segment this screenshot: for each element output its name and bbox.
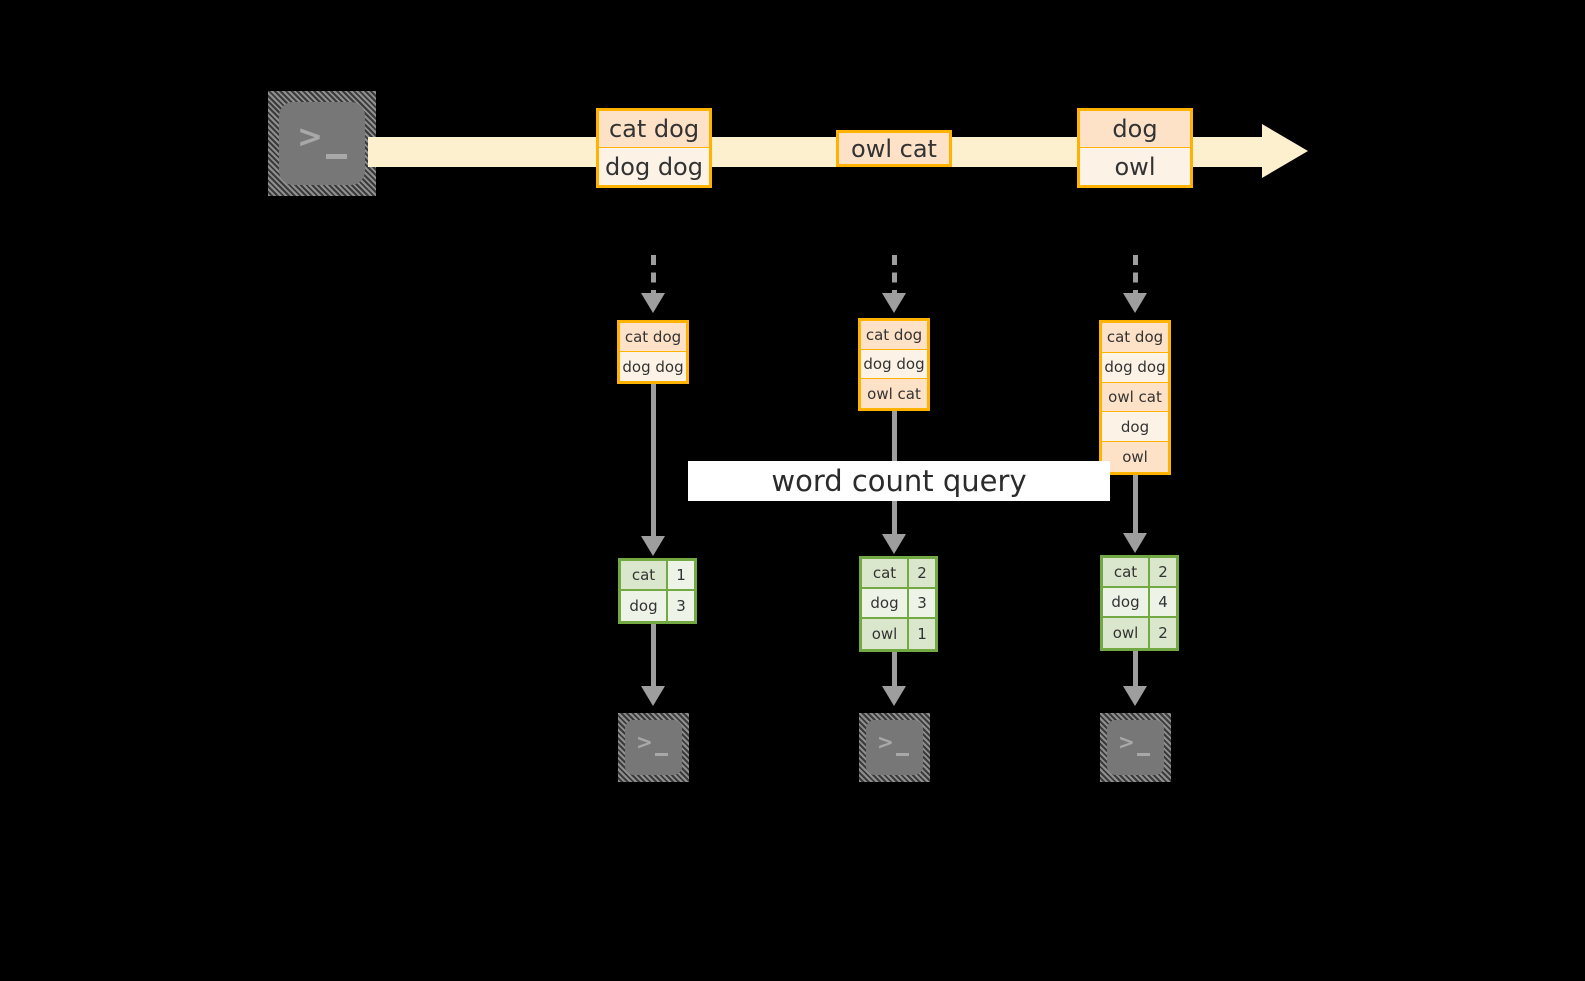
connector-shaft [892,255,897,300]
result-word: cat [862,559,909,587]
terminal-screen: > [279,102,365,185]
snapshot-2-result-table: cat 2 dog 3 owl 1 [859,556,938,652]
connector-shaft [651,384,656,540]
terminal-prompt-glyph: > [636,730,653,754]
stream-event-line: cat dog [599,111,709,148]
terminal-prompt-glyph: > [297,119,323,155]
result-word: cat [1103,558,1150,586]
result-row: cat 1 [621,561,694,591]
snapshot-input-line: dog dog [620,352,686,381]
snapshot-3-input-box: cat dog dog dog owl cat dog owl [1099,320,1171,475]
result-row: owl 1 [862,619,935,649]
terminal-screen: > [625,720,682,775]
snapshot-1-result-table: cat 1 dog 3 [618,558,697,624]
snapshot-input-line: owl [1102,442,1168,472]
connector-arrowhead [641,686,665,706]
connector-arrowhead [641,293,665,313]
result-row: owl 2 [1103,618,1176,648]
connector-arrowhead [882,534,906,554]
snapshot-1-input-box: cat dog dog dog [617,320,689,384]
terminal-prompt-glyph: > [877,730,894,754]
result-row: dog 3 [621,591,694,621]
connector-shaft [1133,475,1138,537]
result-count: 2 [1150,618,1176,648]
result-row: cat 2 [862,559,935,589]
connector-shaft [651,622,656,688]
terminal-cursor-glyph [655,753,668,756]
connector-shaft [1133,255,1138,300]
snapshot-3-result-table: cat 2 dog 4 owl 2 [1100,555,1179,651]
source-terminal-icon: > [268,91,376,196]
sink-2-terminal-icon: > [859,713,930,782]
result-count: 4 [1150,588,1176,616]
stream-event-group-3: dog owl [1077,108,1193,188]
result-word: dog [862,589,909,617]
query-label-text: word count query [771,464,1027,498]
snapshot-input-line: owl cat [861,379,927,408]
stream-event-group-2: owl cat [836,130,952,167]
result-count: 1 [909,619,935,649]
result-count: 1 [668,561,694,589]
result-count: 2 [1150,558,1176,586]
result-word: owl [1103,618,1150,648]
connector-shaft [1133,649,1138,688]
result-count: 3 [909,589,935,617]
result-word: dog [621,591,668,621]
stream-event-line: owl cat [839,133,949,164]
result-row: cat 2 [1103,558,1176,588]
event-stream-arrowhead [1262,124,1308,178]
connector-arrowhead [641,536,665,556]
query-label-banner: word count query [688,461,1110,501]
terminal-screen: > [1107,720,1164,775]
terminal-prompt-glyph: > [1118,730,1135,754]
result-word: cat [621,561,668,589]
terminal-cursor-glyph [326,154,347,159]
snapshot-input-line: cat dog [861,321,927,350]
snapshot-input-line: owl cat [1102,382,1168,413]
connector-arrowhead [1123,293,1147,313]
snapshot-input-line: dog dog [861,350,927,379]
stream-event-group-1: cat dog dog dog [596,108,712,188]
snapshot-input-line: dog [1102,412,1168,443]
snapshot-input-line: cat dog [1102,323,1168,353]
connector-arrowhead [882,686,906,706]
terminal-cursor-glyph [1137,753,1150,756]
result-word: dog [1103,588,1150,616]
stream-event-line: dog dog [599,148,709,185]
stream-event-line: dog [1080,111,1190,148]
terminal-cursor-glyph [896,753,909,756]
result-count: 3 [668,591,694,621]
snapshot-input-line: cat dog [620,323,686,352]
sink-3-terminal-icon: > [1100,713,1171,782]
connector-shaft [651,255,656,300]
result-word: owl [862,619,909,649]
snapshot-2-input-box: cat dog dog dog owl cat [858,318,930,411]
result-row: dog 3 [862,589,935,619]
result-row: dog 4 [1103,588,1176,618]
connector-arrowhead [1123,533,1147,553]
snapshot-input-line: dog dog [1102,352,1168,383]
connector-arrowhead [882,293,906,313]
result-count: 2 [909,559,935,587]
connector-arrowhead [1123,686,1147,706]
connector-shaft [892,650,897,688]
terminal-screen: > [866,720,923,775]
sink-1-terminal-icon: > [618,713,689,782]
stream-event-line: owl [1080,148,1190,185]
